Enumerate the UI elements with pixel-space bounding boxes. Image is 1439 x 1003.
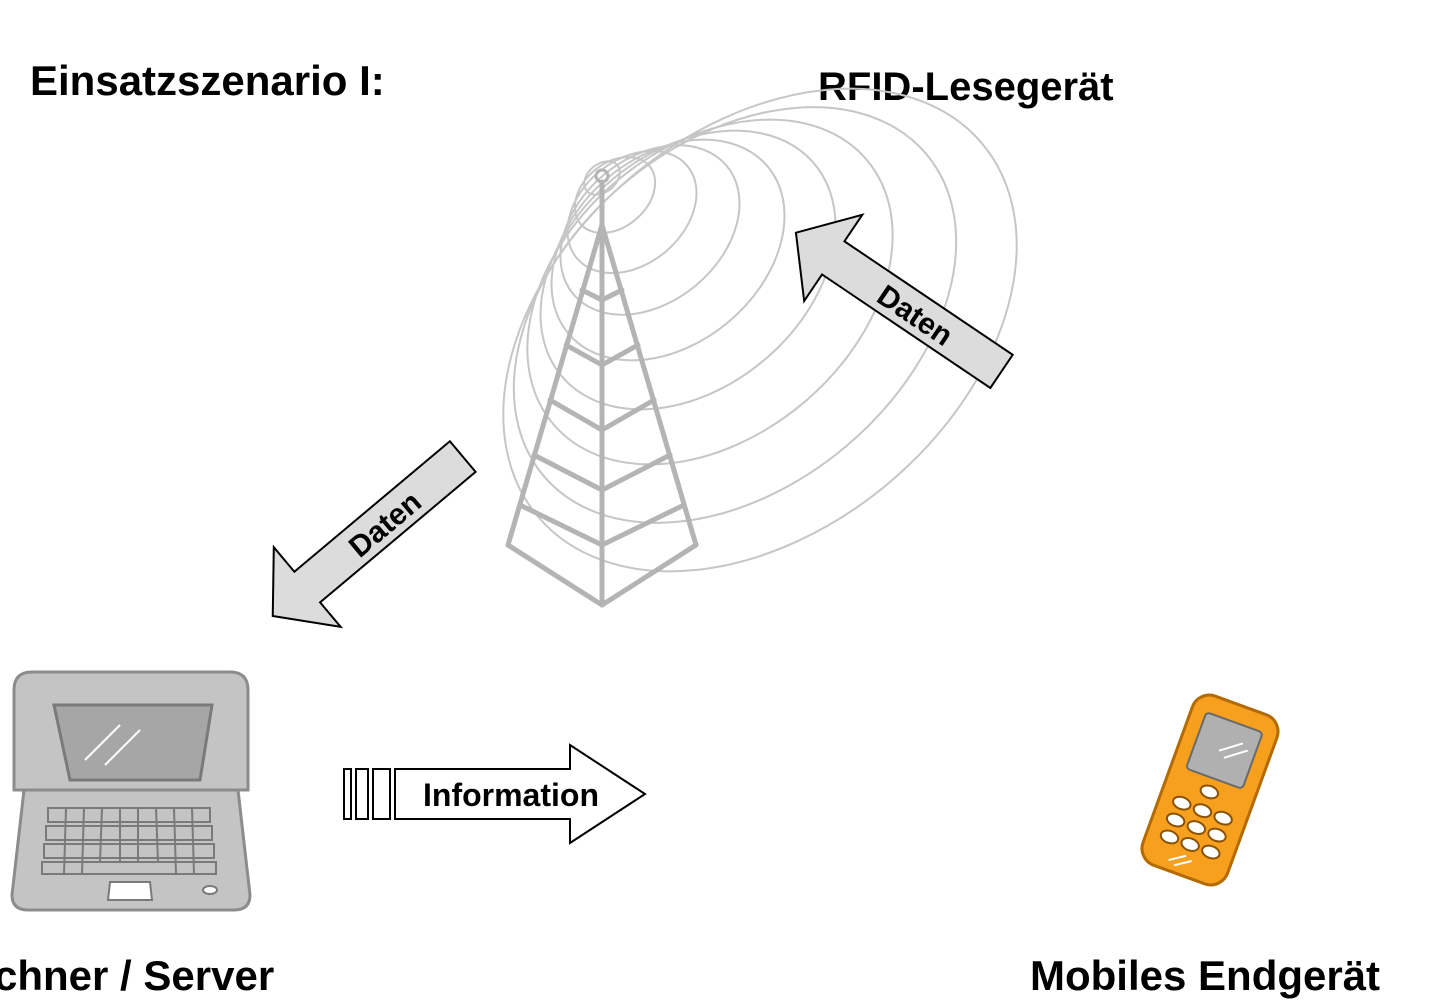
reader-label: RFID-Lesegerät bbox=[818, 65, 1114, 109]
page-title: Einsatzszenario I: bbox=[30, 57, 385, 104]
mobile-device-label: Mobiles Endgerät bbox=[1030, 952, 1380, 999]
information-arrow: Information bbox=[343, 743, 647, 845]
radio-tower-icon bbox=[505, 168, 699, 608]
outgoing-data-arrow: Daten bbox=[271, 439, 477, 629]
laptop-icon bbox=[10, 670, 252, 912]
incoming-data-arrow: Daten bbox=[794, 213, 1015, 390]
information-label: Information bbox=[423, 777, 599, 813]
mobile-phone-icon bbox=[1140, 693, 1280, 887]
server-label: chner / Server bbox=[0, 952, 274, 999]
